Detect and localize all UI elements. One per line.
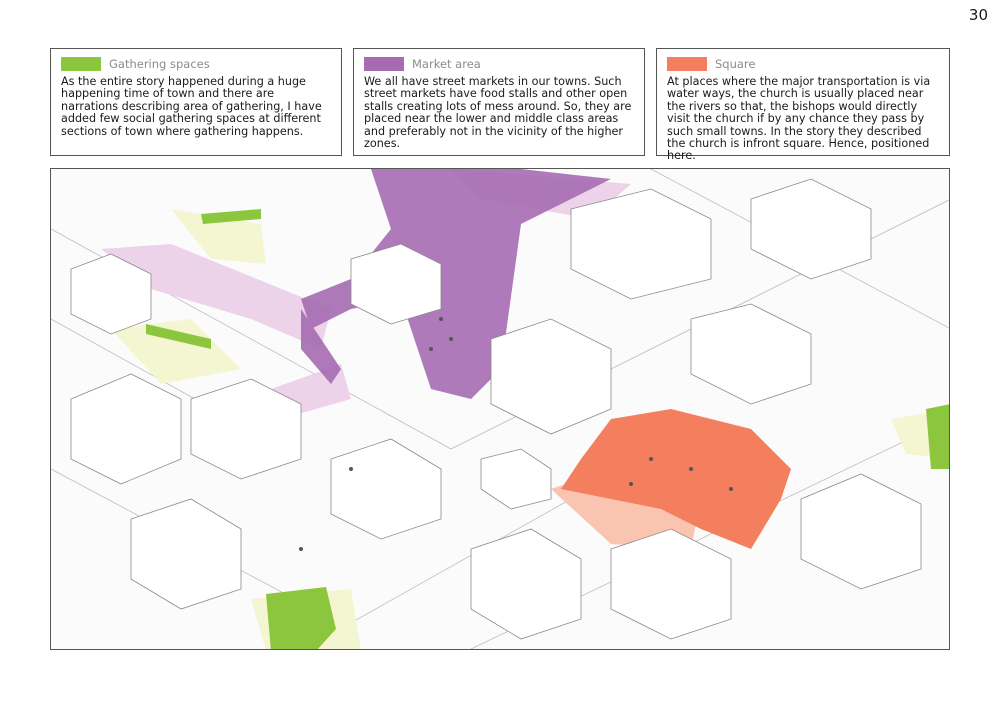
legend-text: At places where the major transportation… — [667, 75, 931, 163]
buildings — [70, 178, 922, 640]
market-area — [301, 169, 611, 399]
people-dots — [299, 317, 733, 551]
legend-card-gathering: Gathering spaces As the entire story hap… — [50, 48, 342, 156]
legend-title: Square — [715, 57, 756, 71]
legend-card-square: Square At places where the major transpo… — [656, 48, 950, 162]
market-swatch — [364, 57, 404, 71]
legend-text: We all have street markets in our towns.… — [364, 75, 632, 151]
legend-title: Market area — [412, 57, 481, 71]
gathering-swatch — [61, 57, 101, 71]
legend-card-market: Market area We all have street markets i… — [353, 48, 645, 156]
town-illustration — [51, 169, 949, 649]
legend-text: As the entire story happened during a hu… — [61, 75, 322, 138]
isometric-town-map — [50, 168, 950, 650]
gathering-areas — [146, 209, 949, 649]
square-area — [561, 409, 791, 549]
legend-title: Gathering spaces — [109, 57, 210, 71]
square-swatch — [667, 57, 707, 71]
page-number: 30 — [968, 6, 988, 24]
